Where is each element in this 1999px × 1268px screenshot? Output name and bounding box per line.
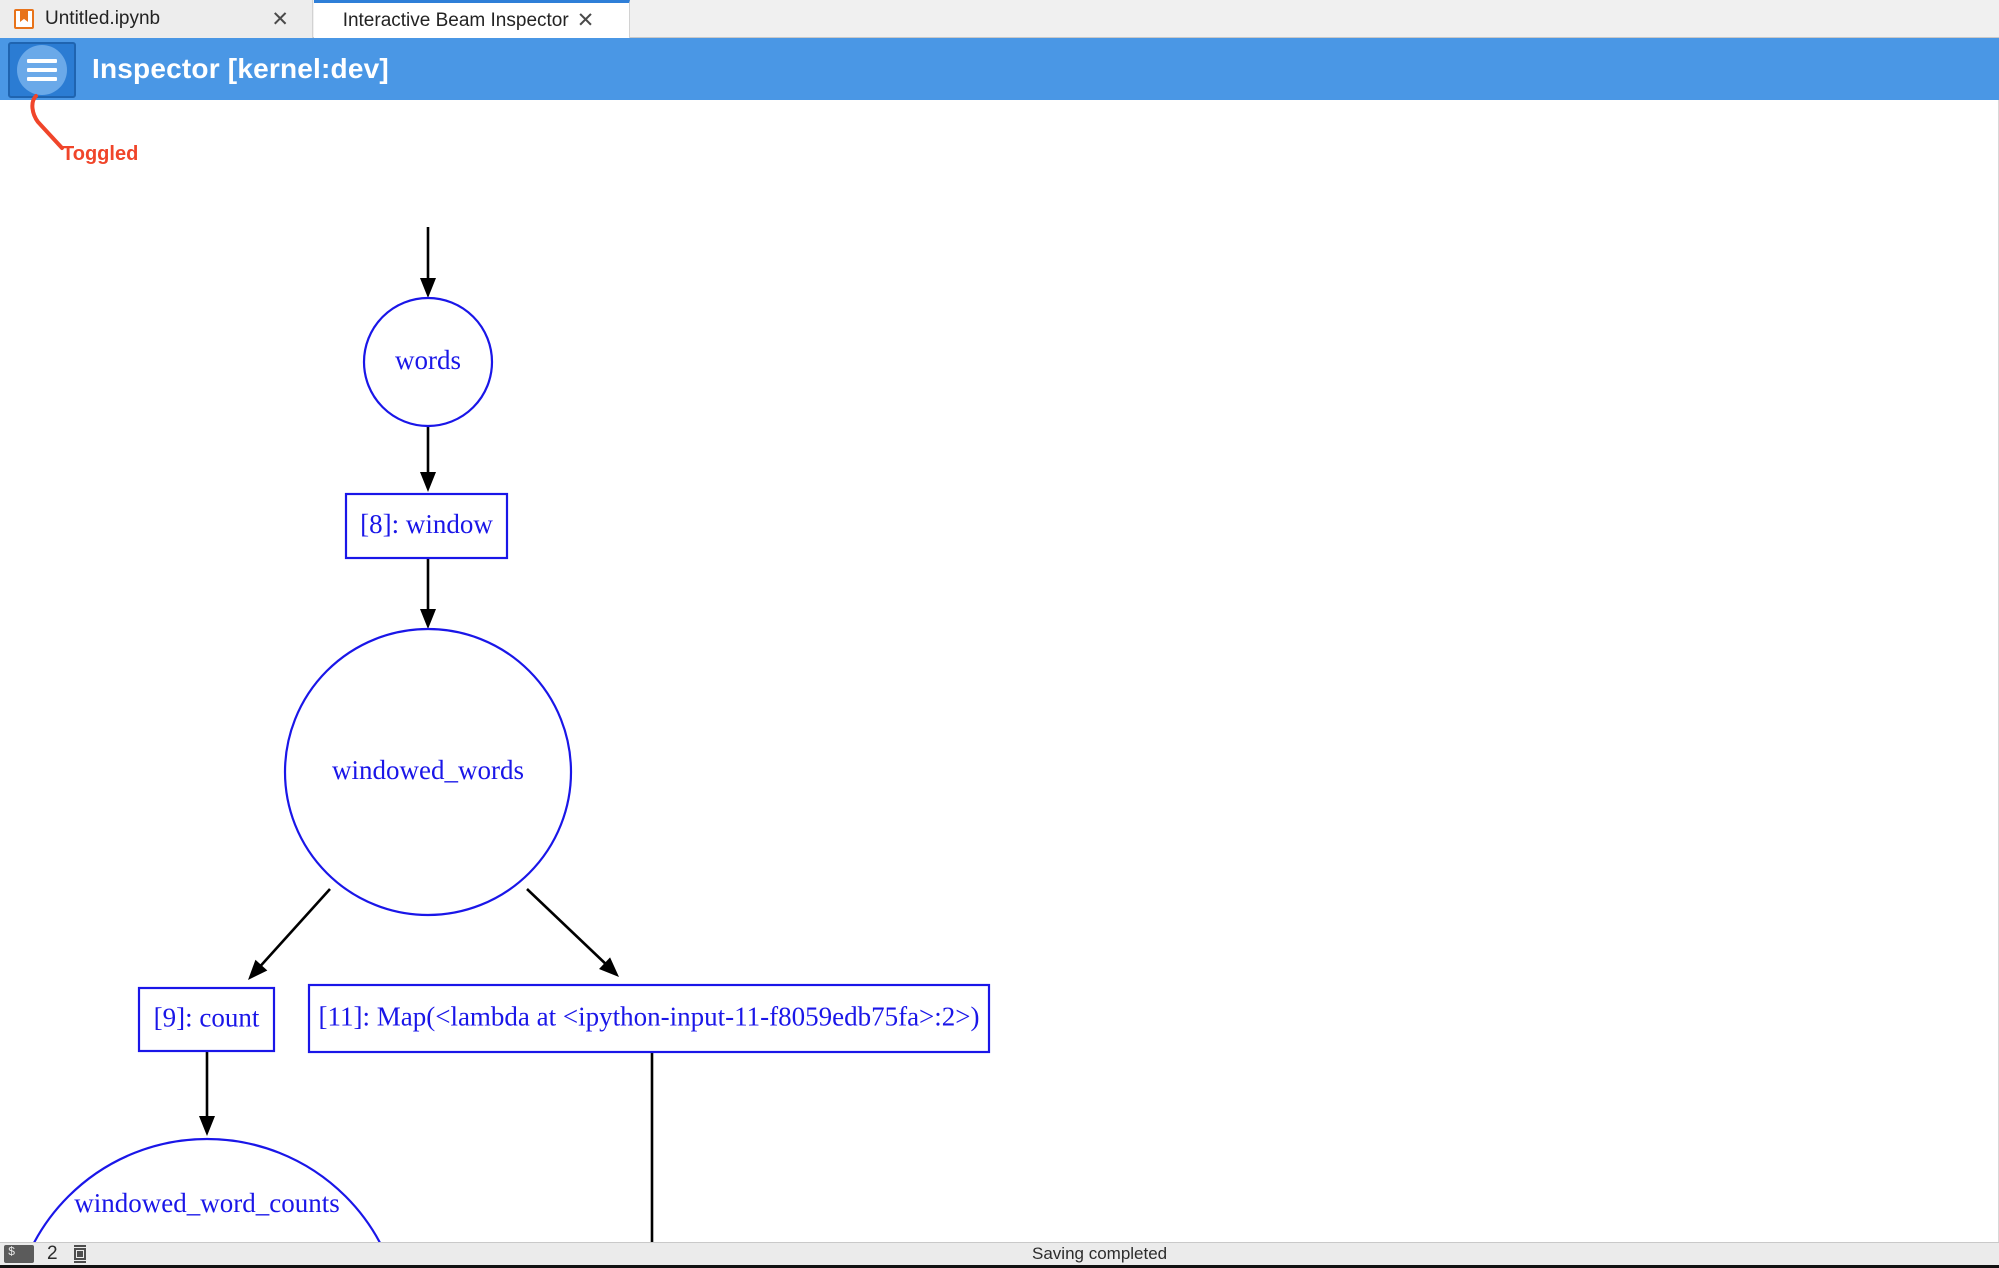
- graph-node-words[interactable]: words: [362, 296, 494, 428]
- terminal-icon[interactable]: [4, 1245, 34, 1263]
- graph-edge-arrowhead: [248, 959, 268, 980]
- graph-node-windowed_words[interactable]: windowed_words: [283, 627, 573, 917]
- node-label: [9]: count: [154, 1003, 260, 1033]
- node-ellipse: [283, 627, 573, 917]
- close-icon[interactable]: ✕: [271, 7, 289, 31]
- tab-label: Untitled.ipynb: [45, 8, 161, 29]
- hamburger-icon: [27, 59, 57, 81]
- pipeline-graph: words [8]: window windowed_words [9]: count…: [11, 227, 991, 1242]
- save-status-text: Saving completed: [1032, 1244, 1168, 1263]
- graph-edge: [255, 888, 331, 972]
- graph-node-windowed_word_counts[interactable]: windowed_word_counts: [11, 1137, 403, 1242]
- page-title: Inspector [kernel:dev]: [92, 53, 389, 84]
- node-box: [307, 983, 991, 1054]
- graph-edge-arrowhead: [599, 957, 619, 977]
- inspector-header: Inspector [kernel:dev]: [0, 38, 1999, 100]
- graph-edge-arrowhead: [420, 472, 436, 492]
- node-label: words: [395, 345, 461, 375]
- tab-untitled-ipynb[interactable]: Untitled.ipynb ✕: [0, 0, 313, 38]
- hamburger-menu-button[interactable]: [8, 42, 76, 98]
- tab-bar: Untitled.ipynb ✕ Interactive Beam Inspec…: [0, 0, 1999, 38]
- status-bar: 2 Saving completed: [0, 1242, 1999, 1268]
- close-icon[interactable]: ✕: [576, 9, 595, 32]
- tab-label: Interactive Beam Inspector: [342, 9, 569, 31]
- kernel-count: 2: [47, 1243, 58, 1264]
- node-label: windowed_word_counts: [74, 1188, 339, 1218]
- graph-node-count[interactable]: [9]: count: [137, 986, 276, 1053]
- graph-edge-arrowhead: [199, 1116, 215, 1136]
- node-label: windowed_words: [332, 755, 524, 785]
- node-label: [8]: window: [360, 509, 493, 539]
- node-ellipse: [362, 296, 494, 428]
- node-ellipse: [33, 1137, 381, 1242]
- node-label: [11]: Map(<lambda at <ipython-input-11-f…: [319, 1002, 980, 1032]
- graph-edge: [526, 888, 611, 969]
- graph-node-window[interactable]: [8]: window: [344, 492, 509, 560]
- pipeline-graph-canvas[interactable]: words [8]: window windowed_words [9]: count…: [0, 100, 1999, 1242]
- graph-node-map[interactable]: [11]: Map(<lambda at <ipython-input-11-f…: [307, 983, 991, 1054]
- node-box: [137, 986, 276, 1053]
- cpu-chip-icon[interactable]: [71, 1245, 89, 1263]
- node-box: [344, 492, 509, 560]
- notebook-icon: [14, 9, 34, 29]
- graph-edge-arrowhead: [420, 278, 436, 298]
- graph-edge-arrowhead: [420, 609, 436, 629]
- tab-interactive-beam-inspector[interactable]: Interactive Beam Inspector ✕: [314, 0, 630, 38]
